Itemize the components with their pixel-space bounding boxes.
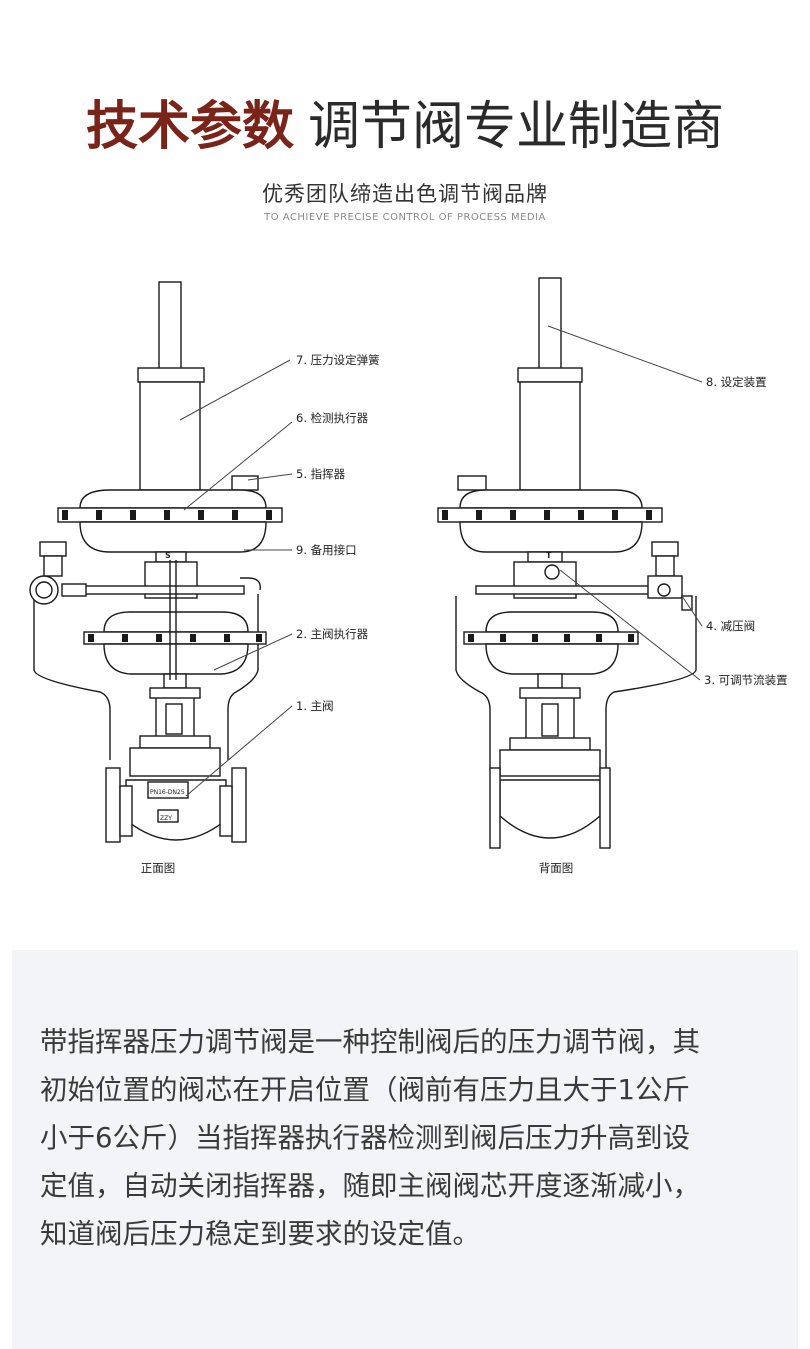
- title-highlight: 技术参数: [85, 96, 294, 157]
- label-reducing-valve: 4. 减压阀: [706, 619, 755, 633]
- leader-lines: [179, 325, 703, 797]
- front-view-caption: 正面图: [141, 861, 176, 875]
- description-text: 带指挥器压力调节阀是一种控制阀后的压力调节阀，其 初始位置的阀芯在开启位置（阀前…: [40, 1018, 785, 1258]
- description-line: 知道阀后压力稳定到要求的设定值。: [40, 1218, 480, 1250]
- label-pressure-spring: 7. 压力设定弹簧: [296, 353, 380, 367]
- label-throttle-device: 3. 可调节流装置: [704, 673, 788, 687]
- label-pilot: 5. 指挥器: [296, 467, 346, 481]
- nameplate-model: ZZY: [160, 815, 172, 822]
- description-line: 小于6公斤）当指挥器执行器检测到阀后压力升高到设: [40, 1122, 690, 1154]
- description-line: 定值，自动关闭指挥器，随即主阀阀芯开度逐渐减小，: [40, 1170, 700, 1202]
- port-t-marking: T: [546, 551, 552, 560]
- description-line: 初始位置的阀芯在开启位置（阀前有压力且大于1公斤: [40, 1074, 690, 1106]
- description-line: 带指挥器压力调节阀是一种控制阀后的压力调节阀，其: [40, 1026, 700, 1058]
- port-s-marking: S: [165, 551, 171, 560]
- label-main-valve: 1. 主阀: [296, 699, 334, 713]
- label-setting-device: 8. 设定装置: [706, 375, 767, 389]
- subtitle-english: TO ACHIEVE PRECISE CONTROL OF PROCESS ME…: [264, 212, 546, 223]
- description-panel: 带指挥器压力调节阀是一种控制阀后的压力调节阀，其 初始位置的阀芯在开启位置（阀前…: [12, 950, 798, 1349]
- back-view-caption: 背面图: [539, 861, 574, 875]
- page-title: 技术参数调节阀专业制造商: [0, 92, 810, 162]
- subtitle: 优秀团队缔造出色调节阀品牌: [262, 182, 548, 206]
- label-spare-port: 9. 备用接口: [296, 543, 357, 557]
- title-rest: 调节阀专业制造商: [308, 97, 725, 157]
- bolts: [62, 510, 652, 642]
- back-view: [437, 277, 697, 849]
- valve-drawing: 7. 压力设定弹簧 6. 检测执行器 5. 指挥器 9. 备用接口 2. 主阀执…: [29, 277, 788, 875]
- valve-diagram: 7. 压力设定弹簧 6. 检测执行器 5. 指挥器 9. 备用接口 2. 主阀执…: [0, 260, 810, 920]
- label-main-actuator: 2. 主阀执行器: [296, 627, 369, 641]
- nameplate-text: PN16-DN25: [150, 789, 185, 796]
- front-view: [29, 281, 283, 843]
- label-detector-actuator: 6. 检测执行器: [296, 411, 369, 425]
- header: 技术参数调节阀专业制造商 优秀团队缔造出色调节阀品牌 TO ACHIEVE PR…: [0, 0, 810, 240]
